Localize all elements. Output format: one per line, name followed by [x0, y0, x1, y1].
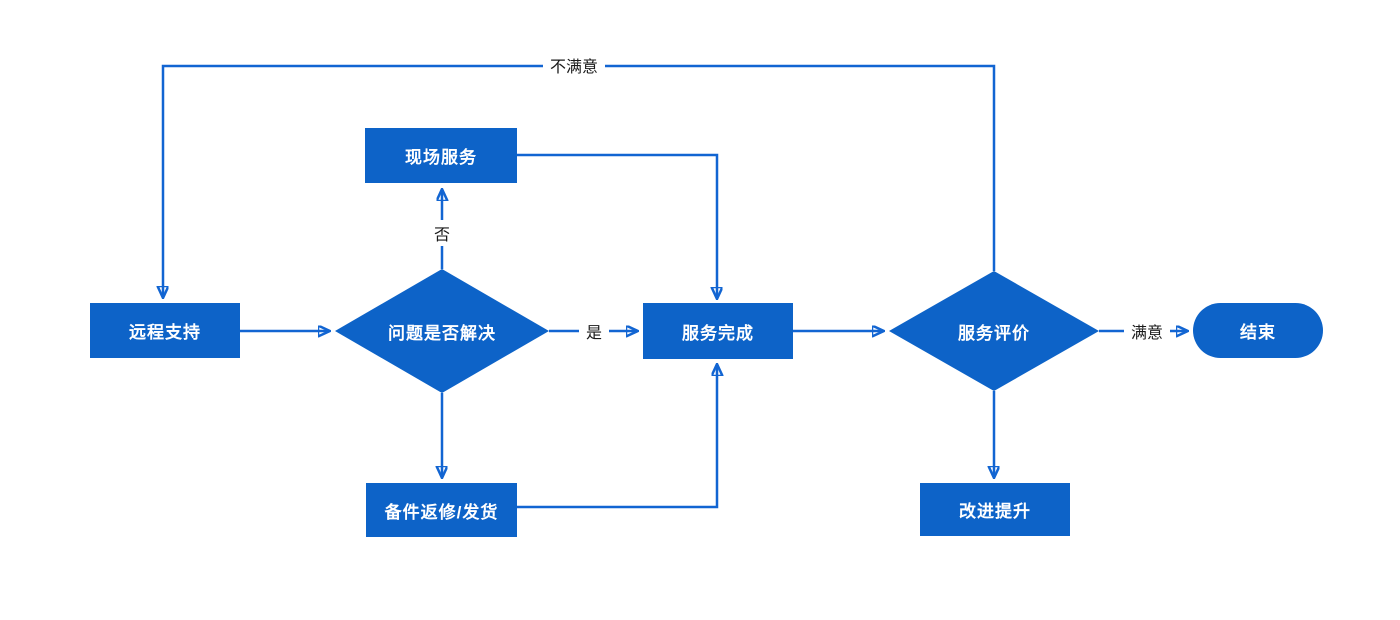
node-service-complete-label: 服务完成: [682, 323, 754, 343]
node-end: 结束: [1193, 303, 1323, 358]
edge-label-no: 否: [426, 220, 458, 246]
node-service-evaluation-decision: 服务评价: [889, 271, 1099, 391]
node-onsite-service-label: 现场服务: [405, 148, 477, 167]
node-onsite-service: 现场服务: [365, 128, 517, 183]
node-improvement-label: 改进提升: [959, 502, 1031, 521]
diamond-shape: [889, 271, 1099, 391]
connector-onsite-to-complete: [517, 153, 717, 298]
connector-evaluation-unsatisfied-to-remote: [163, 64, 996, 297]
node-service-evaluation-label: 服务评价: [958, 323, 1030, 343]
node-service-complete: 服务完成: [643, 303, 793, 359]
node-problem-solved-label: 问题是否解决: [388, 323, 496, 343]
node-remote-support: 远程支持: [90, 303, 240, 358]
node-parts-repair: 备件返修/发货: [366, 483, 517, 537]
connector-parts-to-complete: [517, 365, 717, 509]
edge-label-satisfied: 满意: [1123, 318, 1171, 344]
edge-label-yes: 是: [578, 318, 610, 344]
edge-label-unsatisfied: 不满意: [542, 52, 606, 78]
node-problem-solved-decision: 问题是否解决: [335, 269, 549, 393]
node-improvement: 改进提升: [920, 483, 1070, 536]
diamond-shape: [335, 269, 549, 393]
node-remote-support-label: 远程支持: [129, 323, 201, 342]
node-end-label: 结束: [1240, 323, 1276, 342]
node-parts-repair-label: 备件返修/发货: [384, 502, 499, 522]
